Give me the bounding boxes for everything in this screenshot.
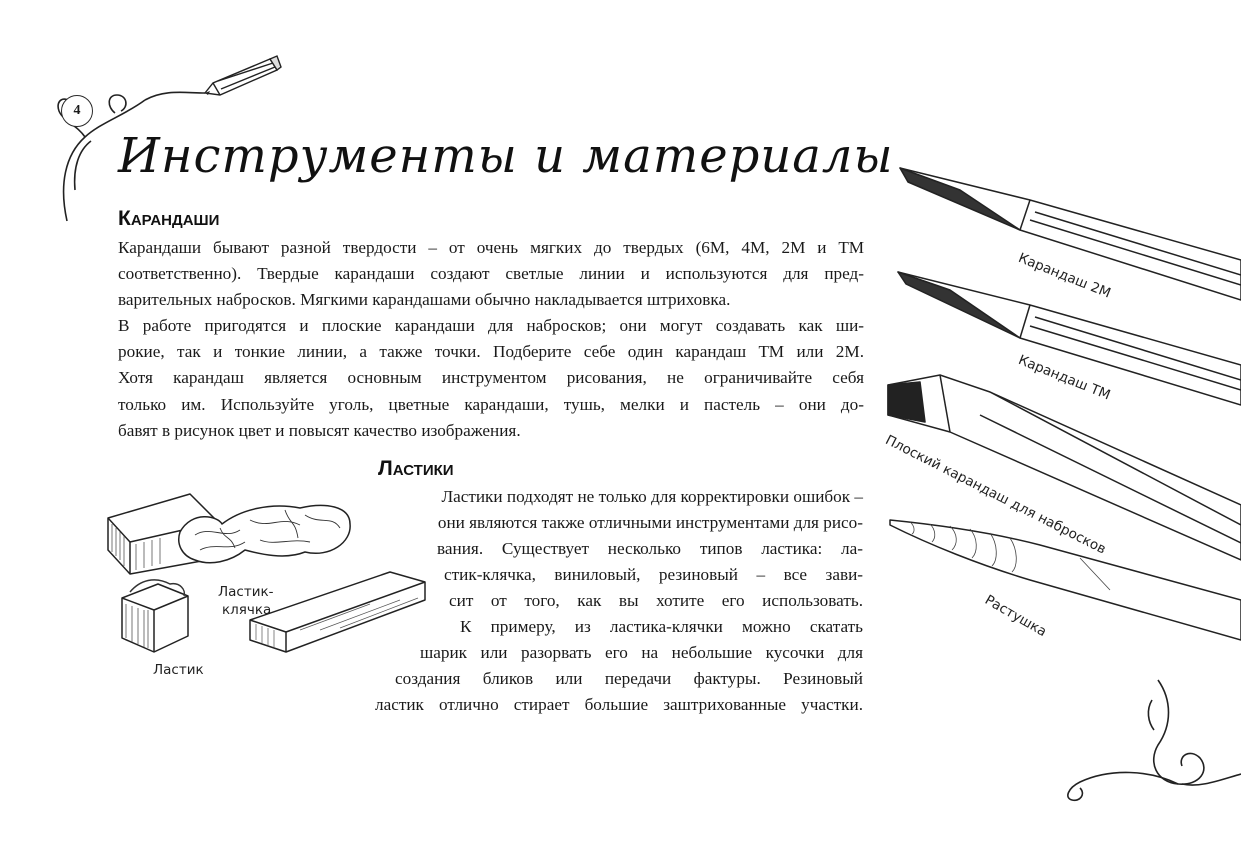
erasers-line: они являются также отличными инструмента… xyxy=(437,513,863,532)
pencils-line: только им. Используйте уголь, цветные ка… xyxy=(118,394,864,414)
erasers-illustration xyxy=(107,493,426,653)
erasers-line: стик-клячка, виниловый, резиновый – все … xyxy=(444,565,863,584)
erasers-line: создания бликов или передачи фактуры. Ре… xyxy=(395,669,863,688)
erasers-line: сит от того, как вы хотите его использов… xyxy=(449,591,863,610)
erasers-line: шарик или разорвать его на небольшие кус… xyxy=(420,643,863,662)
erasers-line: вания. Существует несколько типов ластик… xyxy=(437,539,863,558)
label-eraser: Ластик xyxy=(153,662,204,678)
pencils-line: Карандаши бывают разной твердости – от о… xyxy=(118,238,864,257)
page-title: Инструменты и материалы xyxy=(118,128,894,184)
label-kneaded-eraser-1: Ластик- xyxy=(218,584,274,600)
decorative-swirl-top xyxy=(57,55,282,222)
erasers-line: Ластики подходят не только для корректир… xyxy=(441,487,863,506)
pencils-illustration xyxy=(887,167,1241,641)
section-heading-pencils: Карандаши xyxy=(118,207,220,230)
erasers-line: ластик отлично стирает большие заштрихов… xyxy=(375,695,863,714)
pencils-paragraph: Карандаши бывают разной твердости – от о… xyxy=(118,235,864,444)
label-kneaded-eraser-2: клячка xyxy=(222,602,272,618)
pencils-line: рокие, так и тонкие линии, а также точки… xyxy=(118,342,864,362)
pencils-line: соответственно). Твердые карандаши созда… xyxy=(118,264,864,284)
pencils-line: бавят в рисунок цвет и повысят качество … xyxy=(118,420,521,440)
pencils-line: Хотя карандаш является основным инструме… xyxy=(118,368,864,388)
pencils-line: варительных набросков. Мягкими карандаша… xyxy=(118,290,731,310)
section-heading-erasers: Ластики xyxy=(378,457,454,480)
decorative-swirl-bottom xyxy=(1067,679,1241,802)
page-number: 4 xyxy=(61,95,93,127)
erasers-line: К примеру, из ластика-клячки можно ската… xyxy=(460,617,863,636)
pencils-line: В работе пригодятся и плоские карандаши … xyxy=(118,316,864,336)
